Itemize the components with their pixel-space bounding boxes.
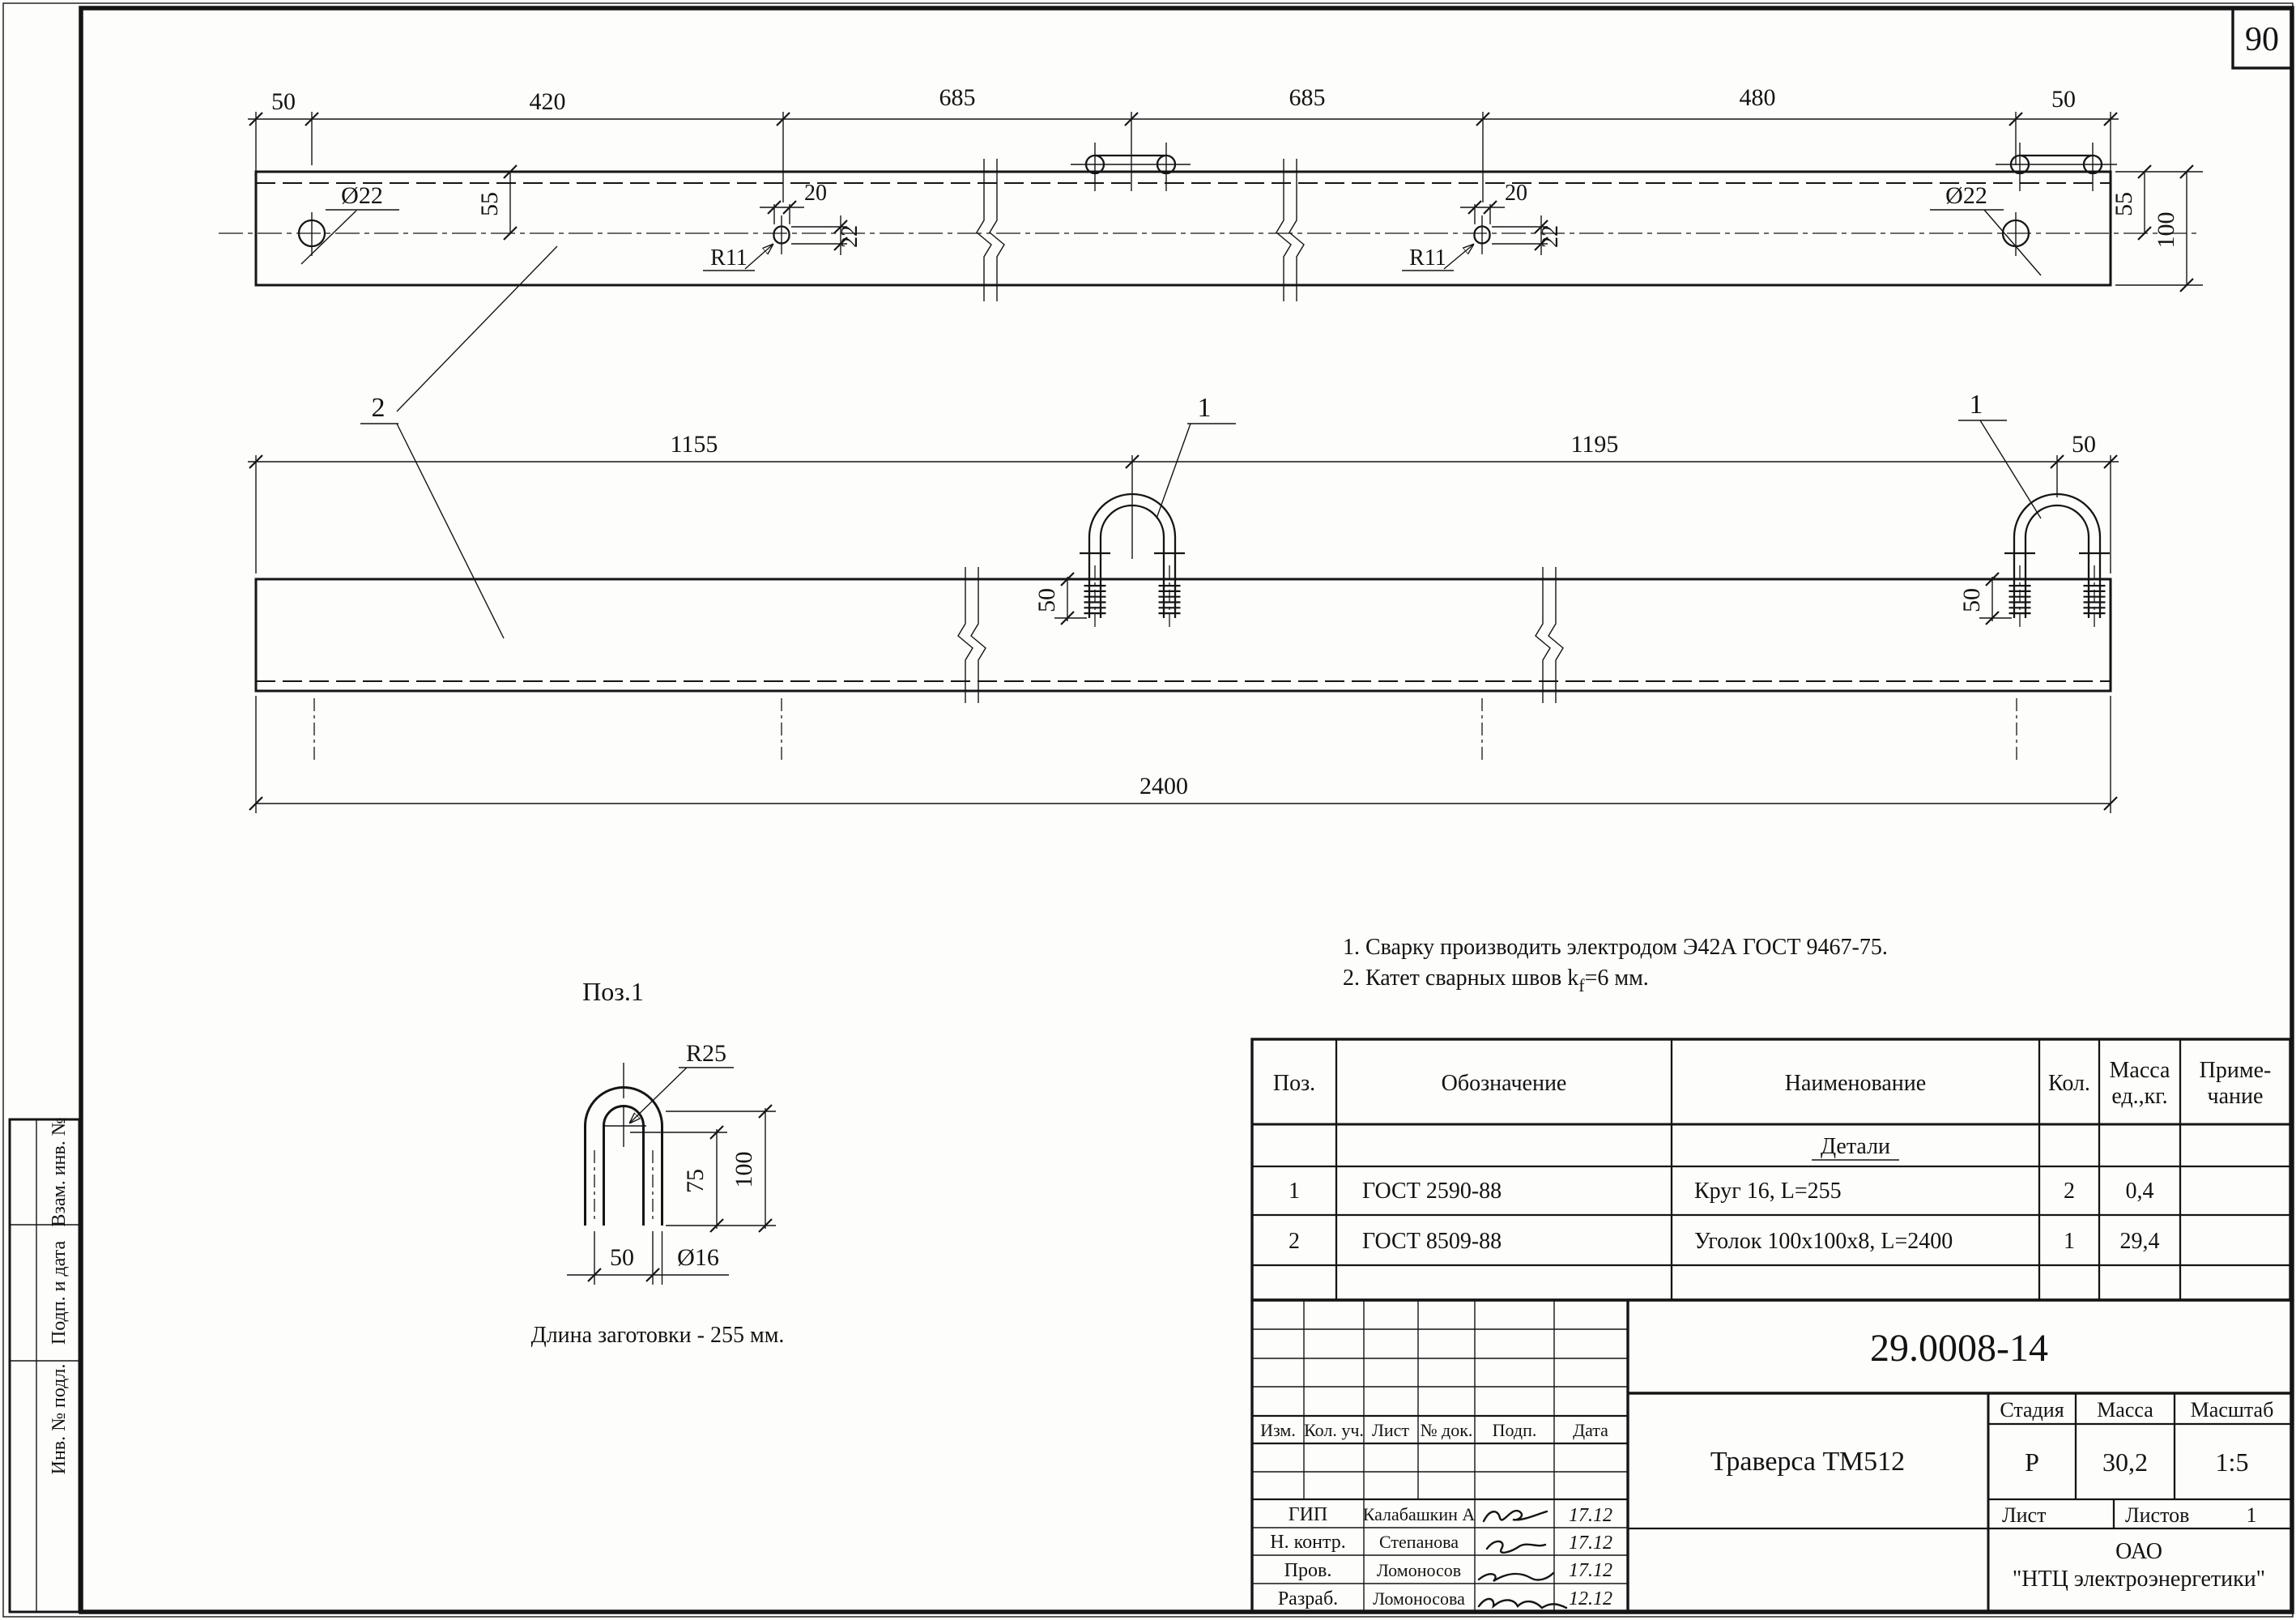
callout-2: 2 [372, 393, 386, 423]
dim-685-a: 685 [939, 84, 976, 111]
title-block: Изм. Кол. уч. Лист № док. Подп. Дата ГИП… [1250, 1298, 2290, 1612]
sidebar-vzam: Взам. инв. № [49, 1117, 70, 1226]
technical-notes: 1. Сварку производить электродом Э42А ГО… [1343, 935, 1888, 995]
sheets-count: 1 [2247, 1503, 2257, 1527]
slot-b-width: 20 [1505, 181, 1527, 206]
spec-row1-designation: ГОСТ 2590-88 [1362, 1179, 1502, 1204]
dim-685-b: 685 [1289, 84, 1326, 111]
product-title: Траверса ТМ512 [1710, 1447, 1905, 1477]
signer-name-0: Калабашкин А [1363, 1504, 1476, 1524]
spec-header-note-2: чание [2208, 1084, 2264, 1109]
dia22-right-label: Ø22 [1945, 182, 1987, 209]
detail-caption: Длина заготовки - 255 мм. [531, 1323, 785, 1348]
stage-value: Р [2025, 1447, 2039, 1477]
sidebar-stamps: Взам. инв. № Подп. и дата Инв. № подл. [8, 1117, 81, 1614]
slot-b-height: 22 [1538, 225, 1563, 248]
signer-role-1: Н. контр. [1270, 1532, 1345, 1553]
callout-1-right: 1 [1970, 390, 1983, 420]
signer-name-2: Ломоносов [1377, 1560, 1461, 1580]
page-number: 90 [2245, 21, 2279, 58]
front-view: 1155 1195 50 50 50 [248, 245, 2119, 813]
detail-view: Поз.1 R25 100 75 50 Ø16 Длина заготовки … [531, 977, 785, 1348]
spec-row1-pos: 1 [1289, 1179, 1300, 1204]
detail-title: Поз.1 [582, 977, 644, 1006]
spec-row1-mass: 0,4 [2126, 1179, 2154, 1204]
dim-55-right: 55 [2111, 192, 2137, 216]
dia22-left-label: Ø22 [341, 182, 383, 209]
dim-420: 420 [530, 88, 566, 115]
spec-row2-mass: 29,4 [2120, 1229, 2160, 1254]
mass-label: Масса [2097, 1398, 2153, 1422]
sidebar-inv: Инв. № подл. [49, 1364, 70, 1475]
slot-a-width: 20 [804, 181, 827, 206]
spec-header-designation: Обозначение [1442, 1071, 1567, 1096]
scale-value: 1:5 [2216, 1447, 2249, 1477]
callout-1-mid: 1 [1198, 393, 1212, 423]
detail-radius: R25 [686, 1040, 726, 1067]
spec-header-qty: Кол. [2048, 1071, 2090, 1096]
dim-480: 480 [1740, 84, 1776, 111]
mass-value: 30,2 [2102, 1447, 2148, 1477]
slot-b-radius: R11 [1409, 245, 1446, 271]
sheets-label: Листов [2125, 1503, 2189, 1527]
dim-100: 100 [2153, 212, 2179, 249]
rev-header-list: Лист [1372, 1420, 1409, 1440]
slot-a-height: 22 [837, 225, 863, 248]
sidebar-podp: Подп. и дата [49, 1241, 70, 1345]
spec-row2-designation: ГОСТ 8509-88 [1362, 1229, 1502, 1254]
signer-date-1: 17.12 [1569, 1533, 1612, 1554]
dim-1155: 1155 [671, 431, 718, 458]
spec-row2-name: Уголок 100х100х8, L=2400 [1694, 1229, 1953, 1254]
spec-group: Детали [1821, 1134, 1890, 1159]
dim-50-leg-b: 50 [1958, 588, 1985, 612]
signer-date-2: 17.12 [1569, 1560, 1612, 1581]
dim-50-end: 50 [2072, 431, 2096, 458]
rev-header-podp: Подп. [1493, 1420, 1537, 1440]
rev-header-data: Дата [1573, 1420, 1608, 1440]
dim-2400: 2400 [1139, 773, 1188, 799]
stage-label: Стадия [2000, 1398, 2064, 1422]
signer-role-3: Разраб. [1278, 1588, 1338, 1609]
dim-1195: 1195 [1571, 431, 1619, 458]
sheet-label: Лист [2002, 1503, 2046, 1527]
dim-55-left: 55 [476, 192, 503, 216]
spec-header-note-1: Приме- [2200, 1058, 2272, 1083]
spec-header-name: Наименование [1785, 1071, 1926, 1096]
spec-row2-qty: 1 [2064, 1229, 2075, 1254]
signer-date-0: 17.12 [1569, 1505, 1612, 1526]
signer-date-3: 12.12 [1569, 1588, 1612, 1609]
spec-table: Поз. Обозначение Наименование Кол. Масса… [1250, 1038, 2292, 1302]
top-view: 50 420 685 685 480 50 Ø22 Ø22 20 22 R11 [219, 84, 2203, 301]
rev-header-izm: Изм. [1260, 1420, 1296, 1440]
signer-name-1: Степанова [1379, 1532, 1459, 1552]
dim-50-left: 50 [271, 88, 296, 115]
spec-row1-name: Круг 16, L=255 [1694, 1179, 1842, 1204]
detail-dim-75: 75 [682, 1169, 709, 1193]
note-1: 1. Сварку производить электродом Э42А ГО… [1343, 935, 1888, 960]
detail-dia-16: Ø16 [677, 1244, 719, 1271]
spec-row2-pos: 2 [1289, 1229, 1300, 1254]
company-line-2: "НТЦ электроэнергетики" [2013, 1567, 2265, 1592]
spec-header-pos: Поз. [1273, 1071, 1315, 1096]
note-2: 2. Катет сварных швов kf=6 мм. [1343, 966, 1649, 995]
spec-row1-qty: 2 [2064, 1179, 2075, 1204]
scale-label: Масштаб [2191, 1398, 2274, 1422]
spec-header-mass-1: Масса [2110, 1058, 2171, 1083]
dim-50-right: 50 [2051, 86, 2076, 113]
signer-role-0: ГИП [1289, 1504, 1328, 1525]
detail-dim-100: 100 [731, 1152, 757, 1188]
detail-dim-50: 50 [610, 1244, 634, 1271]
signer-name-3: Ломоносова [1373, 1588, 1465, 1609]
signer-role-2: Пров. [1284, 1560, 1332, 1581]
rev-header-doc: № док. [1421, 1420, 1473, 1440]
dim-50-leg-a: 50 [1033, 588, 1060, 612]
rev-header-kol: Кол. уч. [1304, 1420, 1364, 1440]
doc-number: 29.0008-14 [1870, 1327, 2048, 1370]
company-line-1: ОАО [2115, 1539, 2162, 1564]
slot-a-radius: R11 [710, 245, 748, 271]
spec-header-mass-2: ед.,кг. [2111, 1084, 2167, 1109]
